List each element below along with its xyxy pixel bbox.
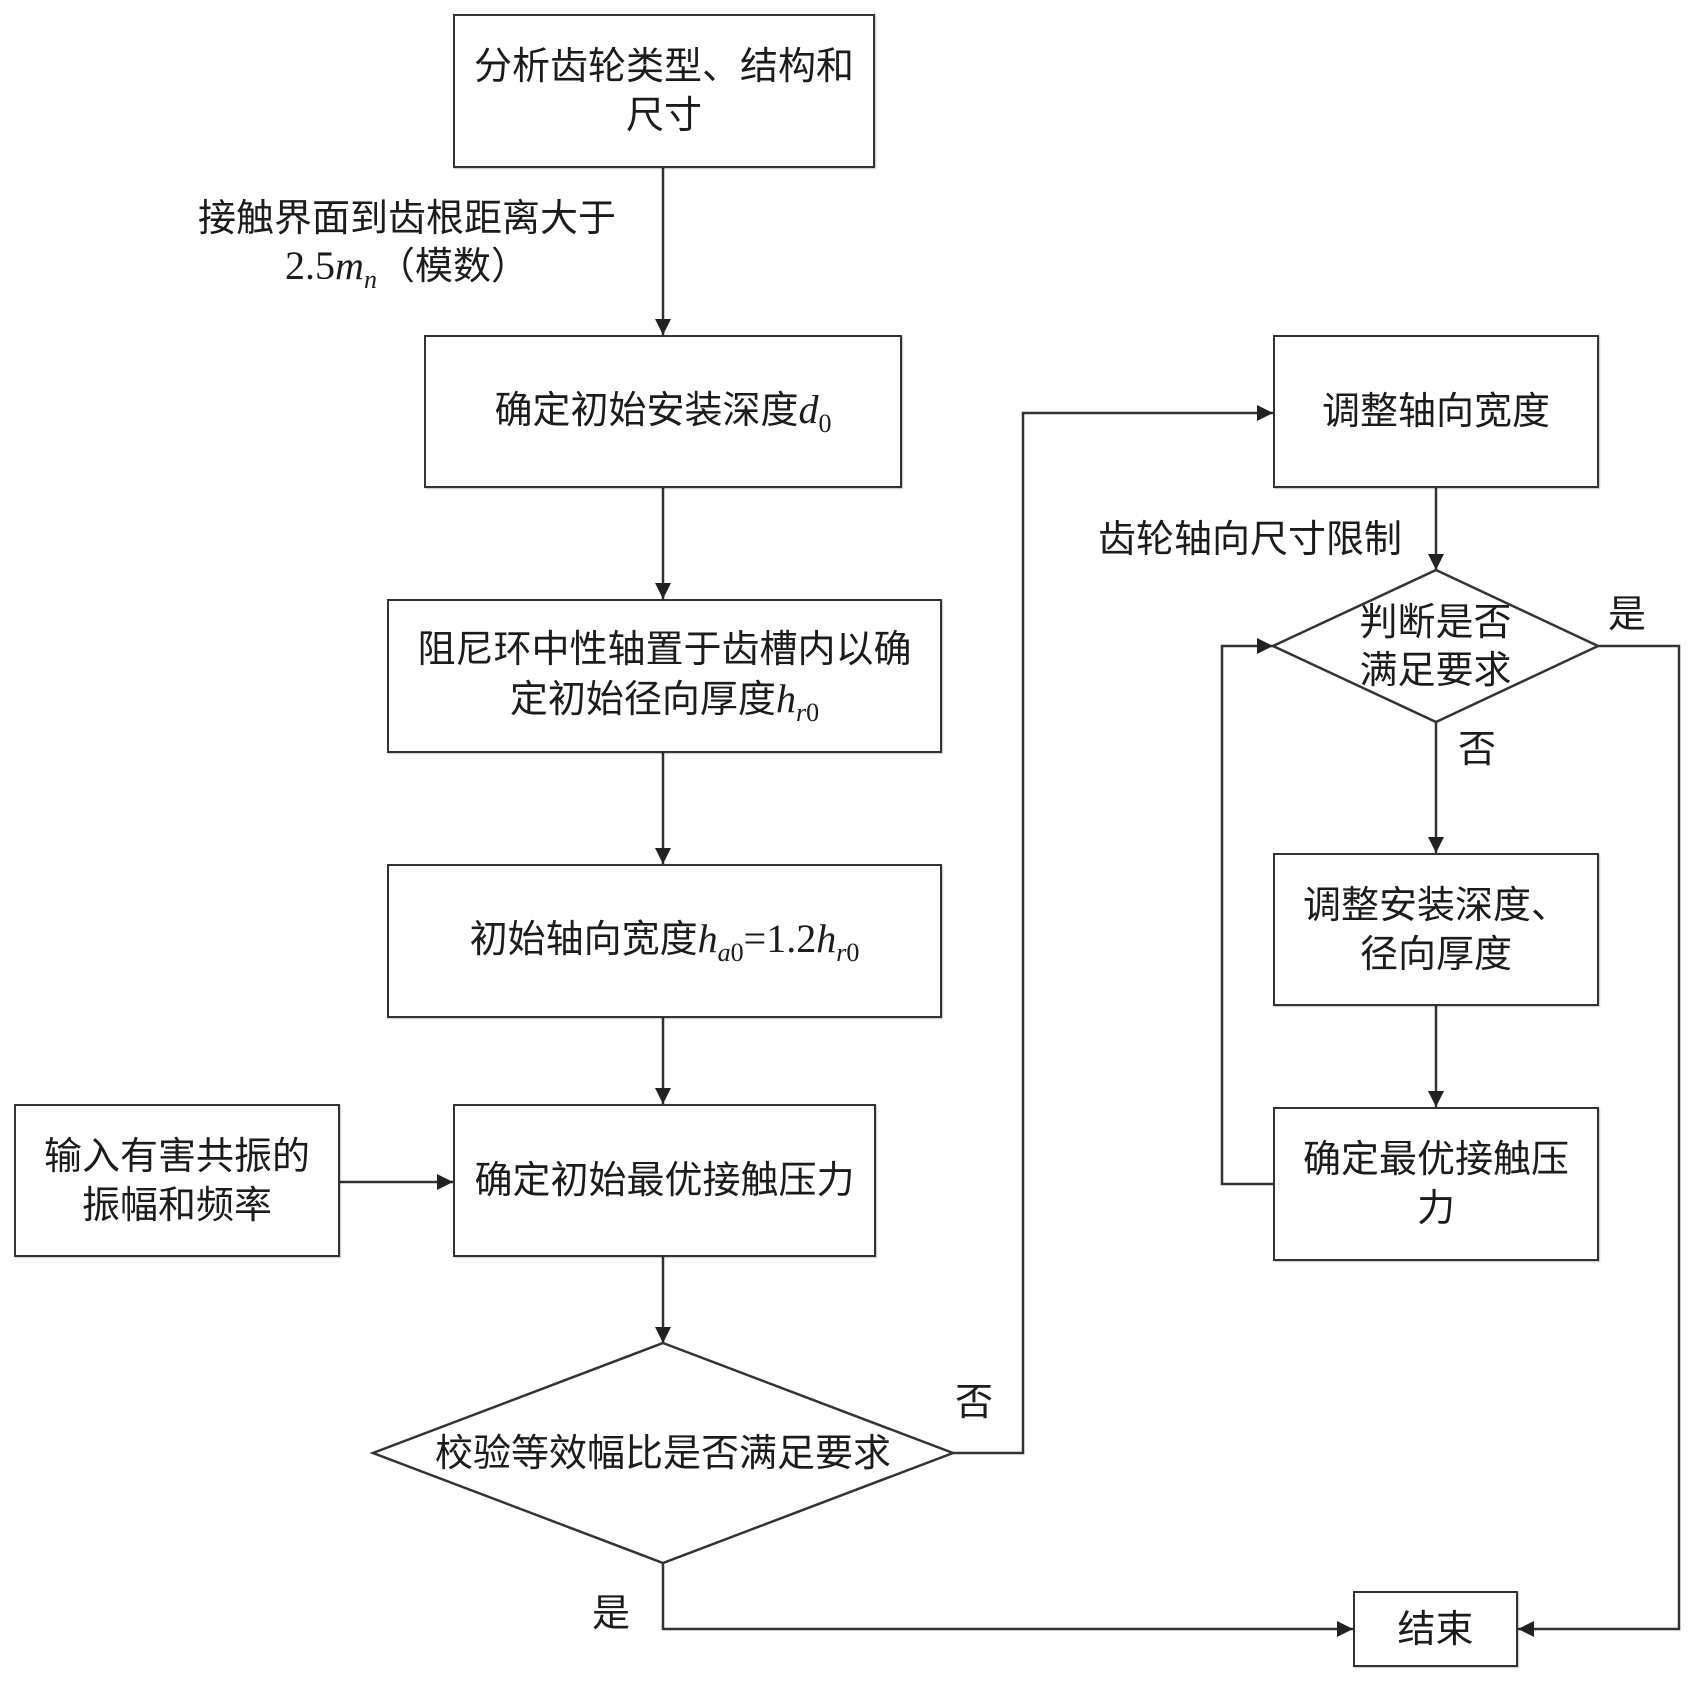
- node-text-line: 确定最优接触压: [1302, 1137, 1569, 1181]
- node-text: 确定初始安装深度: [494, 387, 799, 432]
- math-subscript: 0: [806, 697, 820, 727]
- math-subscript: n: [363, 265, 377, 294]
- math-subscript: 0: [846, 938, 860, 967]
- decision-text-line: 校验等效幅比是否满足要求: [434, 1431, 891, 1475]
- node-optimal-contact-pressure: 确定最优接触压 力: [1273, 1107, 1599, 1261]
- math-variable: h: [697, 916, 718, 961]
- node-text: 定初始径向厚度: [509, 676, 776, 721]
- node-text-line: 径向厚度: [1359, 931, 1512, 976]
- math-variable: m: [335, 243, 364, 288]
- node-text-line: 力: [1416, 1186, 1455, 1230]
- node-text-line: 调整轴向宽度: [1321, 389, 1550, 433]
- decision-text-line: 判断是否: [1359, 600, 1512, 644]
- node-adjust-depth-thickness: 调整安装深度、 径向厚度: [1273, 853, 1599, 1006]
- edge-label-axial-size-limit: 齿轮轴向尺寸限制: [1098, 517, 1403, 561]
- node-text-line: 确定初始安装深度d0: [494, 385, 831, 439]
- node-text-line: 输入有害共振的: [43, 1133, 310, 1178]
- math-variable: h: [816, 916, 837, 961]
- node-text-line: 确定初始最优接触压力: [474, 1158, 855, 1202]
- edge-label-line: 2.5mn（模数）: [180, 242, 634, 295]
- math-subscript: r: [836, 938, 847, 967]
- math-relation: =1.2: [743, 916, 817, 961]
- math-subscript: a: [717, 938, 731, 967]
- node-text-line: 分析齿轮类型、结构和: [473, 44, 854, 88]
- math-subscript: 0: [730, 938, 744, 967]
- edge-label-judge-yes: 是: [1608, 592, 1647, 636]
- math-variable: h: [775, 675, 796, 721]
- edge-label-distance-condition: 接触界面到齿根距离大于 2.5mn（模数）: [180, 194, 634, 295]
- math-coefficient: 2.5: [285, 243, 336, 288]
- edge-label-judge-no: 否: [1458, 727, 1497, 771]
- decision-text-judge: 判断是否 满足要求: [1273, 570, 1598, 722]
- node-adjust-axial-width: 调整轴向宽度: [1273, 335, 1599, 488]
- node-install-depth: 确定初始安装深度d0: [424, 335, 902, 488]
- node-input-resonance: 输入有害共振的 振幅和频率: [14, 1104, 340, 1257]
- node-text-line: 调整安装深度、: [1302, 882, 1569, 927]
- node-analyze-gear: 分析齿轮类型、结构和 尺寸: [453, 14, 875, 168]
- node-text: 初始轴向宽度: [469, 917, 698, 961]
- edge-label-line: 接触界面到齿根距离大于: [197, 196, 616, 240]
- node-text-line: 阻尼环中性轴置于齿槽内以确: [417, 626, 912, 671]
- edge-label-check-yes: 是: [592, 1591, 631, 1635]
- edge-check-no-to-adjust-width: [953, 405, 1273, 1455]
- edge-judge-yes-to-end: [1518, 644, 1681, 1637]
- node-text-line: 定初始径向厚度hr0: [510, 674, 819, 728]
- edge-optimal-pressure-loop-to-judge: [1220, 638, 1273, 1186]
- decision-text-line: 满足要求: [1359, 648, 1512, 692]
- edge-label-text: （模数）: [376, 244, 529, 288]
- node-radial-thickness: 阻尼环中性轴置于齿槽内以确 定初始径向厚度hr0: [387, 599, 942, 753]
- node-axial-width: 初始轴向宽度ha0=1.2hr0: [387, 864, 942, 1018]
- edge-check-yes-to-end: [661, 1563, 1353, 1637]
- math-variable: d: [798, 386, 819, 432]
- edge-label-check-no: 否: [955, 1380, 994, 1424]
- node-end: 结束: [1353, 1591, 1518, 1667]
- node-text-line: 振幅和频率: [81, 1182, 272, 1227]
- node-text-line: 尺寸: [625, 93, 702, 137]
- decision-text-check-ratio: 校验等效幅比是否满足要求: [373, 1343, 953, 1563]
- node-text-line: 初始轴向宽度ha0=1.2hr0: [470, 914, 860, 968]
- math-subscript: r: [795, 697, 807, 727]
- node-initial-contact-pressure: 确定初始最优接触压力: [453, 1104, 876, 1257]
- math-subscript: 0: [818, 408, 832, 438]
- node-text-line: 结束: [1397, 1606, 1474, 1651]
